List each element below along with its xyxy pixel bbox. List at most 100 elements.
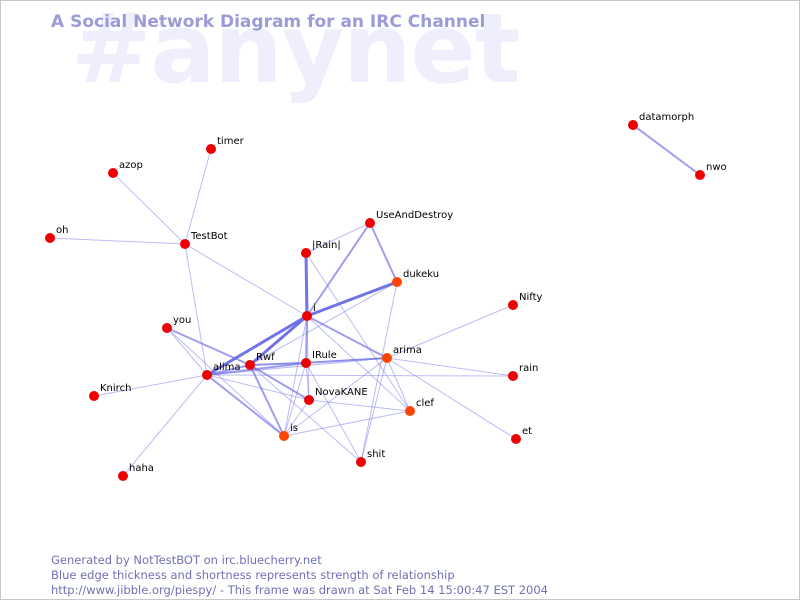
edge-nifty-arima: [386, 304, 514, 359]
node-novakane[interactable]: NovaKANE: [304, 387, 368, 405]
edge-dukeku-shit: [360, 281, 398, 463]
node-label: dukeku: [403, 269, 439, 280]
node-azop[interactable]: azop: [108, 160, 143, 178]
edge-dukeku-i: [305, 280, 399, 318]
node-useanddestroy[interactable]: UseAndDestroy: [365, 210, 453, 228]
node-dot[interactable]: [628, 120, 638, 130]
node-rain[interactable]: rain: [508, 363, 538, 381]
node-label: IRule: [312, 350, 337, 361]
edge-you-alima: [166, 327, 208, 376]
edge-arima-rain: [386, 357, 514, 377]
edge-rwf-novakane: [249, 364, 310, 401]
edge-is-clef: [283, 410, 411, 437]
edge-i-arima: [306, 315, 388, 359]
node-label: haha: [129, 463, 154, 474]
node-dot[interactable]: [162, 323, 172, 333]
node-knirch[interactable]: Knirch: [89, 383, 131, 401]
node-label: is: [290, 423, 298, 434]
node-dot[interactable]: [89, 391, 99, 401]
node-dot[interactable]: [695, 170, 705, 180]
node-i[interactable]: i: [302, 303, 316, 321]
node-dot[interactable]: [304, 395, 314, 405]
node-you[interactable]: you: [162, 315, 191, 333]
edge-i-clef: [306, 315, 411, 412]
node-label: |Rain|: [312, 240, 341, 251]
edge-novakane-is: [283, 399, 310, 437]
node-label: azop: [119, 160, 143, 171]
edge-rwf-shit: [249, 364, 362, 463]
edge-useanddestroy-rain: [305, 222, 371, 254]
node-dot[interactable]: [392, 277, 402, 287]
edge-arima-et: [386, 357, 517, 440]
node-label: timer: [217, 136, 245, 147]
edge-rain-clef: [305, 252, 411, 412]
edge-i-is: [283, 315, 308, 437]
node-arima[interactable]: arima: [382, 345, 422, 363]
edge-arima-irule: [305, 357, 388, 364]
node-label: you: [173, 315, 191, 326]
node-is[interactable]: is: [279, 423, 298, 441]
edge-arima-clef: [386, 357, 411, 412]
node-dot[interactable]: [279, 431, 289, 441]
footer-generated-by: Generated by NotTestBOT on irc.bluecherr…: [51, 553, 322, 567]
node-nwo[interactable]: nwo: [695, 162, 727, 180]
node-dot[interactable]: [180, 239, 190, 249]
edge-useanddestroy-i: [306, 222, 371, 317]
node-datamorph[interactable]: datamorph: [628, 112, 694, 130]
node-dot[interactable]: [508, 300, 518, 310]
node-label: shit: [367, 449, 385, 460]
node-dot[interactable]: [511, 434, 521, 444]
node-dot[interactable]: [301, 248, 311, 258]
node-label: clef: [416, 398, 434, 409]
node-label: Knirch: [100, 383, 131, 394]
node-dot[interactable]: [108, 168, 118, 178]
node-dot[interactable]: [365, 218, 375, 228]
node-dukeku[interactable]: dukeku: [392, 269, 439, 287]
node-dot[interactable]: [356, 457, 366, 467]
edge-alima-is: [206, 374, 285, 437]
node-nifty[interactable]: Nifty: [508, 292, 543, 310]
node-dot[interactable]: [301, 358, 311, 368]
node-dot[interactable]: [382, 353, 392, 363]
node-dot[interactable]: [118, 471, 128, 481]
node-rain[interactable]: |Rain|: [301, 240, 341, 258]
channel-watermark: #anynet: [71, 0, 520, 105]
node-timer[interactable]: timer: [206, 136, 245, 154]
edge-alima-novakane: [206, 374, 310, 401]
node-dot[interactable]: [302, 311, 312, 321]
node-label: Rwf: [256, 352, 275, 363]
edge-alima-haha: [122, 374, 208, 477]
node-et[interactable]: et: [511, 426, 532, 444]
node-testbot[interactable]: TestBot: [180, 231, 228, 249]
node-dot[interactable]: [202, 370, 212, 380]
node-irule[interactable]: IRule: [301, 350, 337, 368]
node-label: datamorph: [639, 112, 694, 123]
edge-irule-novakane: [305, 362, 310, 401]
node-clef[interactable]: clef: [405, 398, 434, 416]
edge-layer: [49, 124, 701, 477]
edge-i-alima: [205, 314, 309, 377]
node-label: et: [522, 426, 532, 437]
edge-irule-shit: [305, 362, 362, 463]
node-shit[interactable]: shit: [356, 449, 385, 467]
node-dot[interactable]: [405, 406, 415, 416]
node-alima[interactable]: alima: [202, 362, 241, 380]
node-rwf[interactable]: Rwf: [245, 352, 275, 370]
node-dot[interactable]: [206, 144, 216, 154]
edge-dukeku-rwf: [249, 281, 398, 366]
edge-oh-testbot: [49, 237, 186, 245]
edge-irule-is: [283, 362, 307, 437]
diagram-title: A Social Network Diagram for an IRC Chan…: [51, 12, 486, 32]
edge-azop-testbot: [112, 172, 186, 245]
node-dot[interactable]: [45, 233, 55, 243]
edge-novakane-clef: [308, 399, 411, 412]
node-label: alima: [213, 362, 241, 373]
node-dot[interactable]: [508, 371, 518, 381]
node-dot[interactable]: [245, 360, 255, 370]
node-haha[interactable]: haha: [118, 463, 154, 481]
footer-url-timestamp[interactable]: http://www.jibble.org/piespy/ - This fra…: [51, 583, 548, 597]
node-oh[interactable]: oh: [45, 225, 68, 243]
